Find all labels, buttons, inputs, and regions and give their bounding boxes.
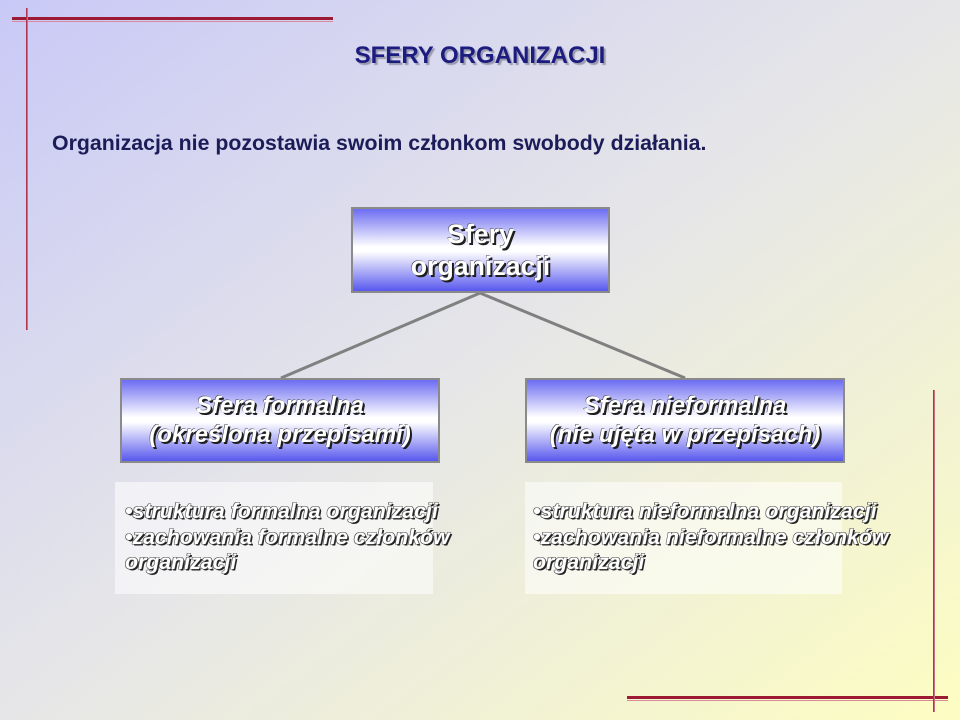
decor-line-bottom-horizontal	[627, 696, 948, 699]
decor-line-bottom-horizontal-thin	[627, 700, 948, 701]
decor-line-top-horizontal-thin	[12, 21, 333, 22]
bullet-text: struktura nieformalna organizacji	[540, 499, 877, 523]
bullet-icon	[125, 499, 132, 523]
connector-line-formal	[280, 291, 481, 380]
bullet-item: zachowania formalne członków organizacji	[125, 525, 505, 576]
bullet-item: zachowania nieformalne członków organiza…	[533, 525, 913, 576]
node-informal-line2: (nie ujęta w przepisach)	[549, 420, 821, 448]
bullet-list-informal: struktura nieformalna organizacji zachow…	[533, 499, 913, 576]
slide-subtitle: Organizacja nie pozostawia swoim członko…	[52, 131, 707, 155]
node-root: Sfery organizacji	[351, 207, 610, 293]
bullet-item: struktura formalna organizacji	[125, 499, 505, 525]
bullet-panel-informal	[525, 482, 842, 594]
bullet-panel-formal	[115, 482, 433, 594]
decor-line-bottom-vertical	[933, 390, 935, 712]
node-informal-line1: Sfera nieformalna	[583, 391, 787, 419]
bullet-text: zachowania nieformalne członków organiza…	[533, 524, 889, 575]
node-root-line1: Sfery	[447, 219, 514, 249]
bullet-icon	[533, 499, 540, 523]
bullet-icon	[125, 525, 132, 549]
node-formal-line2: (określona przepisami)	[149, 420, 411, 448]
bullet-list-formal: struktura formalna organizacji zachowani…	[125, 499, 505, 576]
bullet-text: struktura formalna organizacji	[132, 499, 438, 523]
bullet-item: struktura nieformalna organizacji	[533, 499, 913, 525]
node-informal-sphere: Sfera nieformalna (nie ujęta w przepisac…	[525, 378, 845, 463]
decor-line-top-vertical	[26, 8, 28, 330]
connector-line-informal	[479, 291, 686, 380]
decor-line-top-horizontal	[12, 17, 333, 20]
node-formal-sphere: Sfera formalna (określona przepisami)	[120, 378, 440, 463]
node-root-line2: organizacji	[410, 251, 551, 281]
bullet-text: zachowania formalne członków organizacji	[125, 524, 450, 575]
slide-title: SFERY ORGANIZACJI	[354, 42, 606, 69]
bullet-icon	[533, 525, 540, 549]
node-formal-line1: Sfera formalna	[195, 391, 365, 419]
